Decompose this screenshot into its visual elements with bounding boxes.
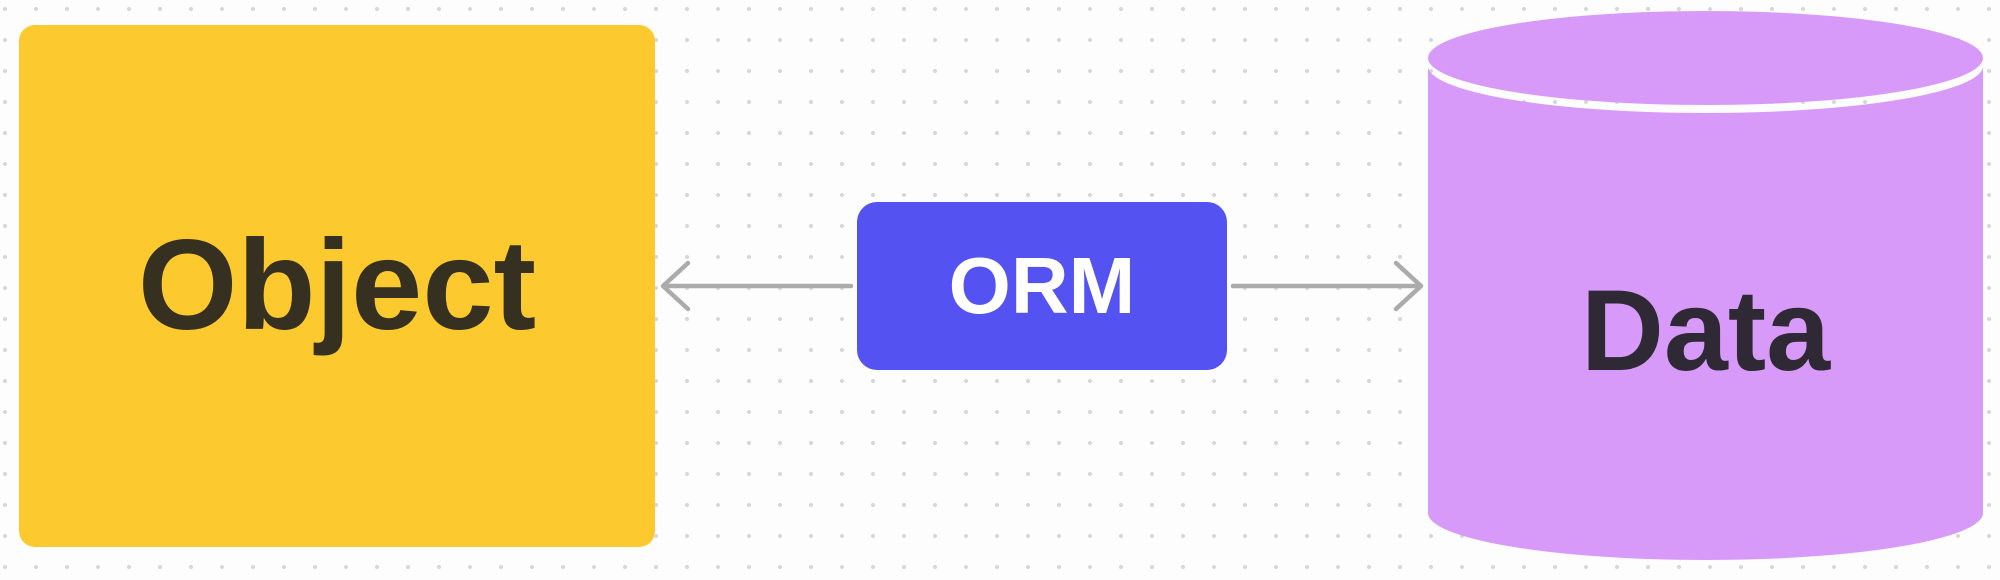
- arrowhead-left-icon: [660, 260, 691, 312]
- orm-node-label: ORM: [948, 241, 1136, 330]
- data-node[interactable]: [1428, 11, 1983, 560]
- orm-node[interactable]: ORM: [857, 202, 1227, 370]
- connector-orm-to-object[interactable]: [660, 260, 854, 312]
- connector-orm-to-data[interactable]: [1230, 260, 1424, 312]
- arrowhead-right-icon: [1393, 260, 1424, 312]
- cylinder-body[interactable]: [1428, 66, 1983, 560]
- cylinder-top[interactable]: [1428, 11, 1983, 105]
- object-node-label: Object: [137, 214, 537, 357]
- object-node[interactable]: Object: [19, 25, 655, 547]
